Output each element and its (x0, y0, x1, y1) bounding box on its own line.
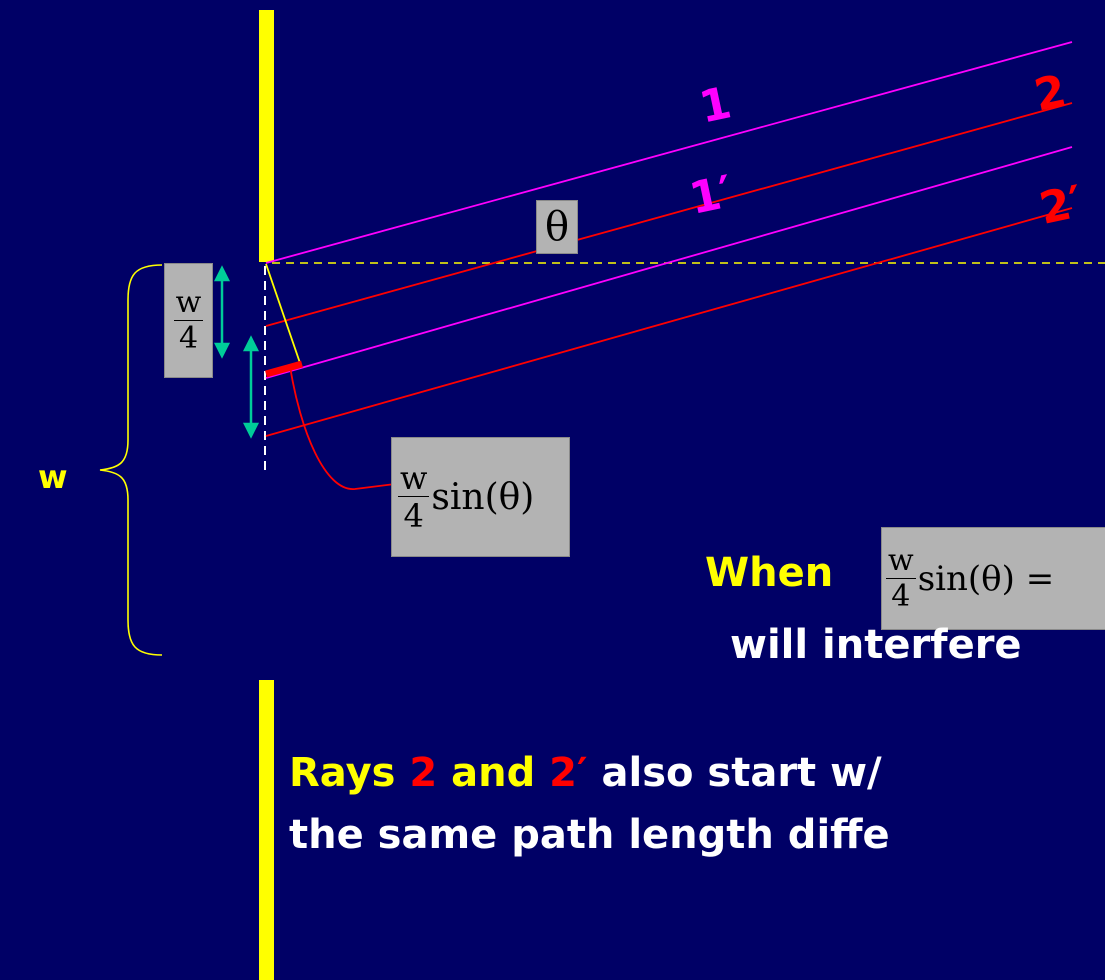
slit-wall-top (259, 10, 274, 262)
angle-theta-label: θ (536, 200, 578, 254)
path-difference-expression: sin(θ) (431, 476, 535, 518)
ray-1-line (265, 41, 1073, 264)
note-line-1: Rays 2 and 2′ also start w/ (289, 750, 882, 796)
quarter-width-arrow-lower (242, 335, 260, 439)
note-ray-2-prime: 2′ (549, 750, 588, 796)
path-difference-segment (265, 360, 303, 378)
note-line-2: the same path length diffe (289, 812, 890, 858)
condition-expression: w 4 sin(θ) = (881, 527, 1105, 630)
condition-equals: = (1014, 558, 1055, 599)
perpendicular-line (265, 263, 301, 364)
path-difference-label: w 4 sin(θ) (391, 437, 570, 557)
path-difference-fraction: w 4 (398, 459, 430, 535)
note-ray-2: 2 (409, 750, 438, 796)
width-label: w (38, 458, 68, 496)
condition-fraction: w 4 (886, 542, 916, 614)
note-rays-word: Rays (289, 750, 410, 796)
pointer-curve (289, 365, 396, 490)
path-difference-numerator: w (398, 459, 430, 497)
quarter-width-numerator: w (173, 284, 204, 321)
quarter-width-denominator: 4 (178, 320, 199, 356)
ray-2-prime-line (265, 207, 1073, 437)
condition-line2: will interfere (730, 622, 1022, 668)
ray-2-line (265, 102, 1073, 327)
condition-numerator: w (886, 542, 916, 579)
condition-prefix: When (705, 550, 834, 596)
quarter-width-label: w 4 (164, 263, 213, 378)
condition-denominator: 4 (891, 578, 911, 614)
quarter-width-arrow-upper (213, 265, 231, 359)
path-difference-denominator: 4 (403, 497, 424, 535)
condition-sine: sin(θ) (917, 558, 1015, 599)
width-brace (99, 264, 163, 656)
quarter-width-fraction: w 4 (173, 284, 204, 356)
ray-1-prime-line (265, 146, 1073, 379)
slit-wall-bottom (259, 680, 274, 980)
note-start-text: also start w/ (587, 750, 882, 796)
note-and-word: and (437, 750, 550, 796)
